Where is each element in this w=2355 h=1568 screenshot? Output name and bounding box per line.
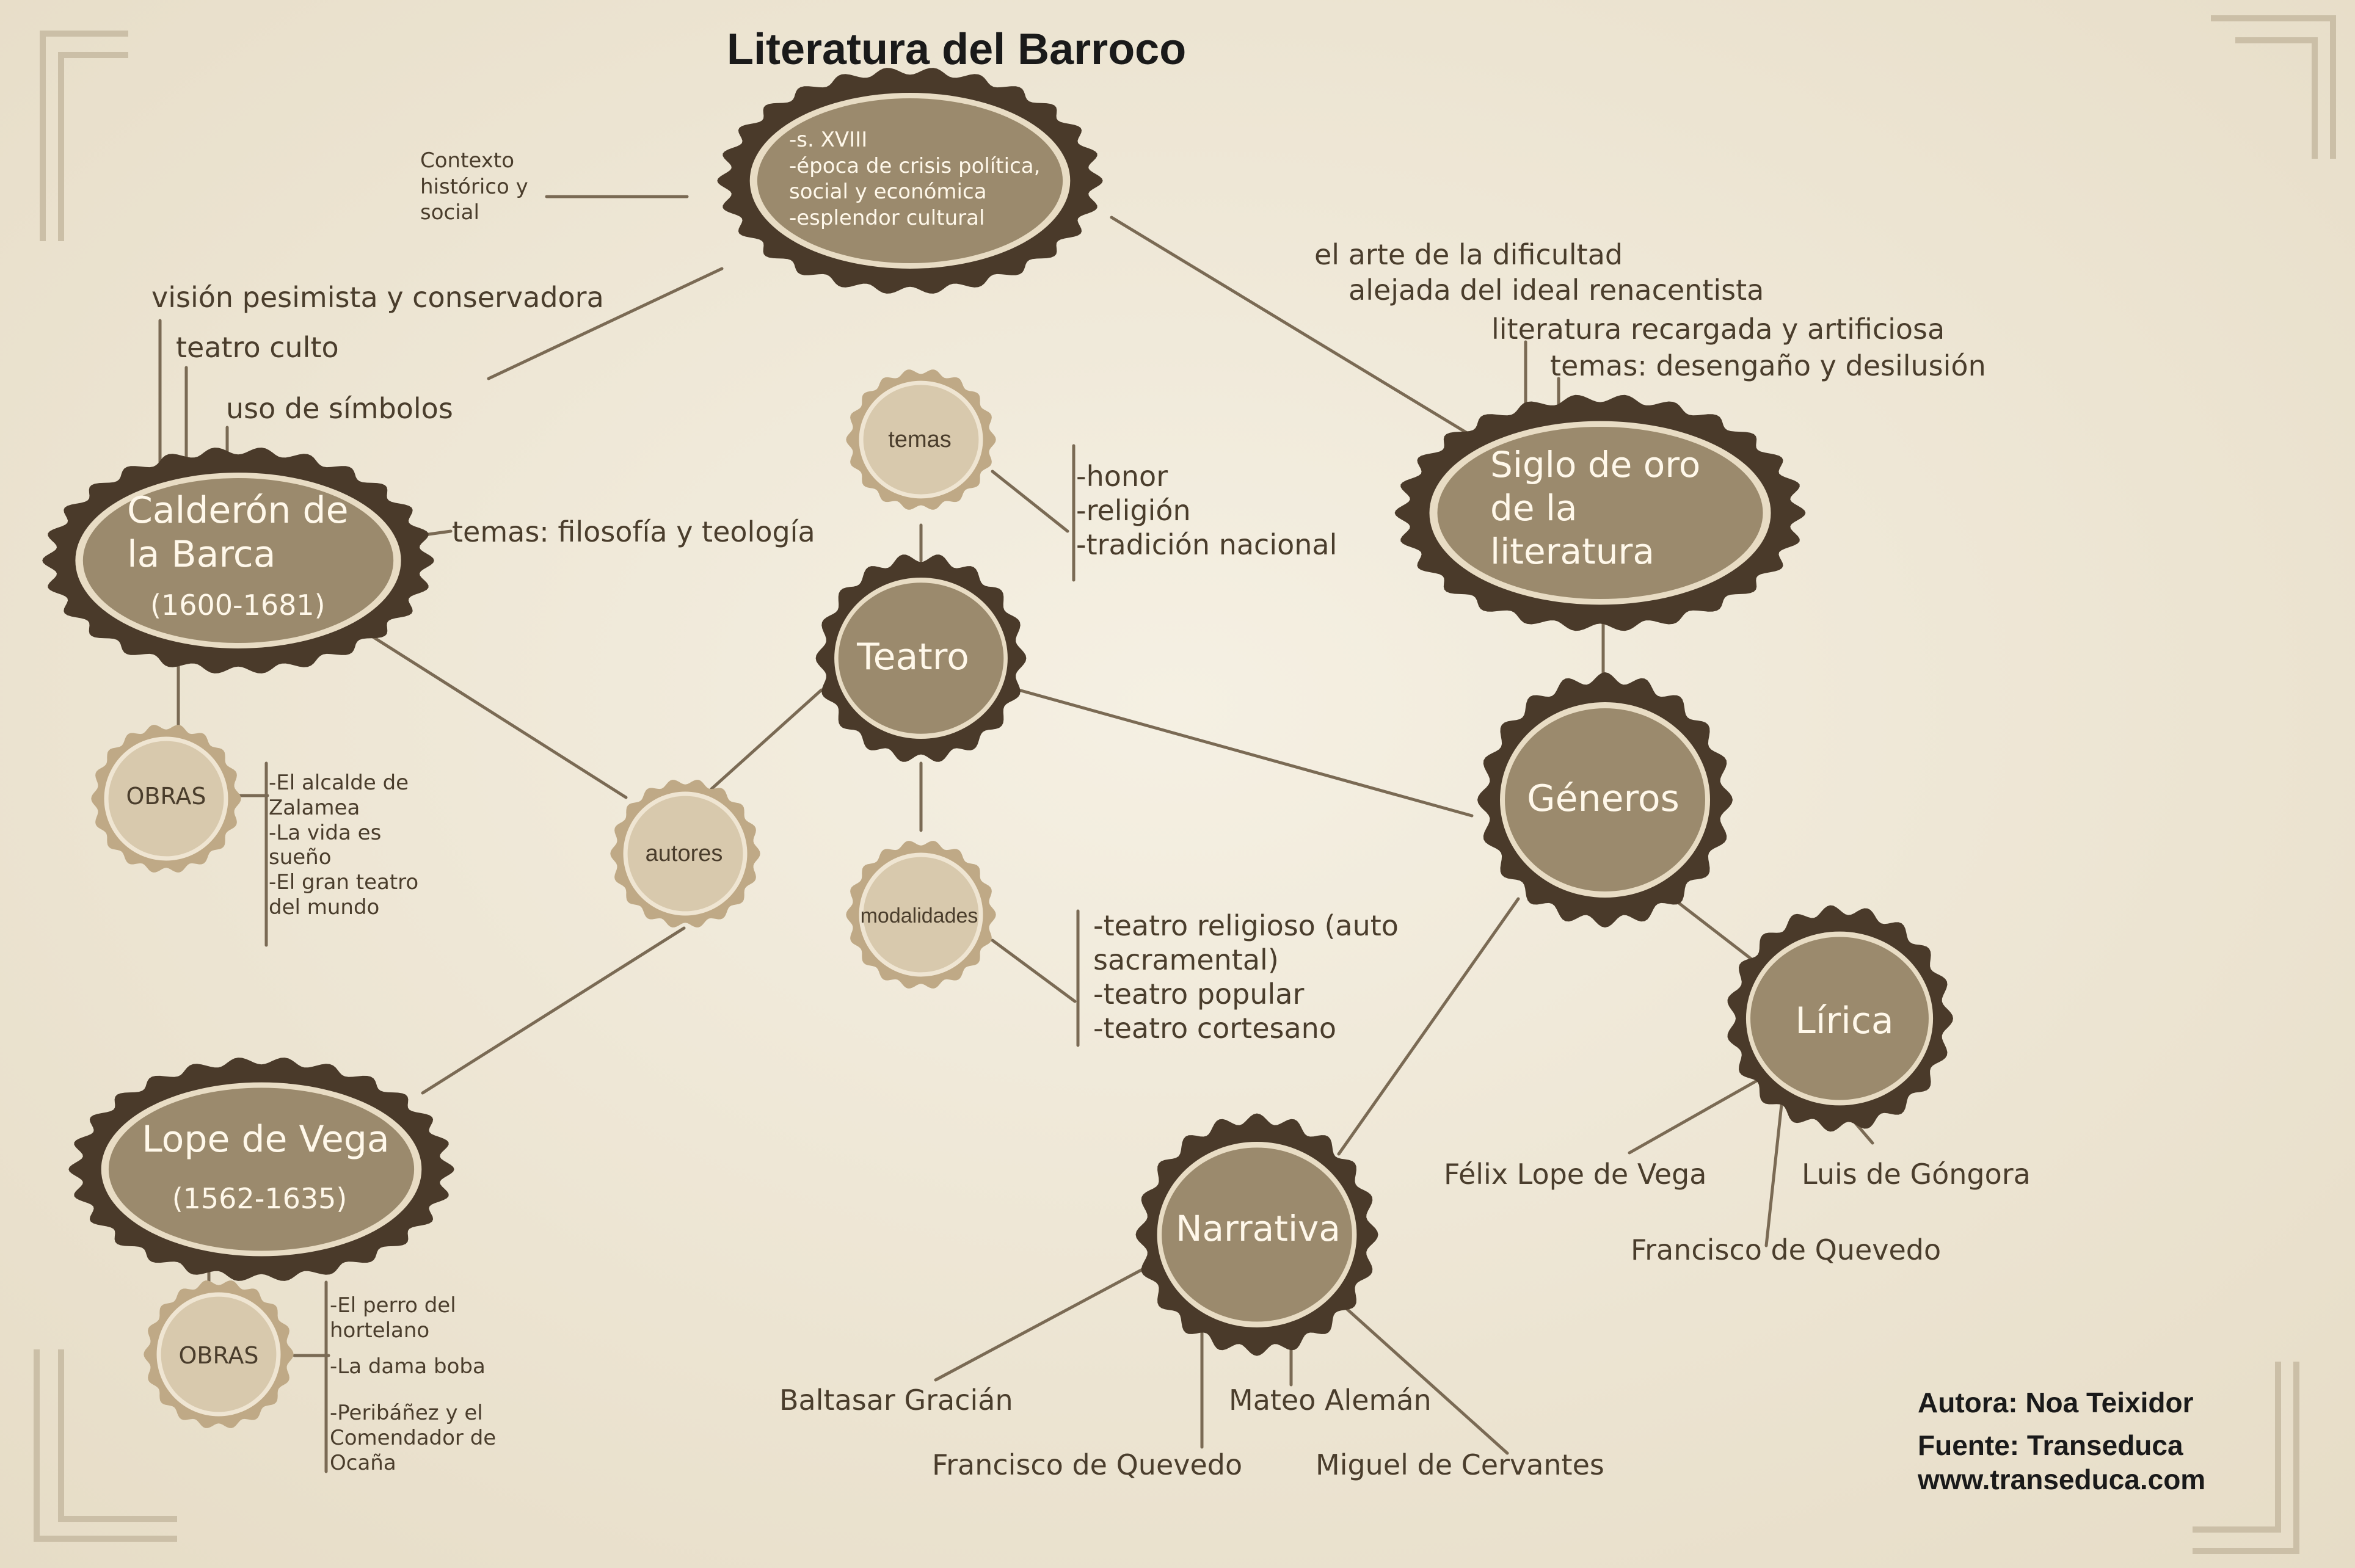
obras-lope-node-name: OBRAS (178, 1342, 259, 1369)
context-to-calderon (487, 267, 724, 380)
siglo-temas-label: temas: desengaño y desilusión (1550, 349, 1986, 382)
lirica-to-quevedo (1764, 1097, 1784, 1247)
contexto-label: Contexto histórico y social (420, 148, 528, 225)
calderon-simbolos-label: uso de símbolos (226, 392, 453, 425)
lope-node (68, 1058, 454, 1281)
corner-bottom-right (2193, 1362, 2299, 1554)
calderon-node-name: Calderón de la Barca (127, 489, 349, 576)
obras-calderon-node-fill (108, 741, 224, 857)
diagram-nodes (42, 68, 1953, 1428)
credit-fuente: Fuente: Transeduca (1918, 1429, 2183, 1461)
lirica-node-name: Lírica (1795, 1000, 1894, 1042)
context-node-fill (757, 98, 1063, 263)
corner-frames (34, 15, 2336, 1554)
modalidades-list: -teatro religioso (auto sacramental) -te… (1093, 909, 1399, 1045)
lope-node-dates: (1562-1635) (172, 1182, 348, 1215)
narrativa-to-cervantes (1336, 1299, 1509, 1455)
siglo-oro-node-fill (1437, 427, 1763, 599)
obras-lope-item-1: -El perro del hortelano (330, 1293, 456, 1343)
temas-node (846, 369, 996, 510)
obras-lope-item-2: -La dama boba (330, 1354, 486, 1379)
obras-calderon-node (91, 725, 241, 873)
narrativa-node (1135, 1113, 1378, 1356)
calderon-vision-label: visión pesimista y conservadora (151, 281, 604, 314)
autores-node-fill (627, 796, 743, 912)
obras-lope-node (144, 1280, 294, 1428)
lirica-quevedo-label: Francisco de Quevedo (1631, 1233, 1942, 1266)
narrativa-to-gracian (934, 1265, 1149, 1382)
narrativa-node-name: Narrativa (1176, 1208, 1341, 1249)
context-node (717, 68, 1103, 294)
credit-web: www.transeduca.com (1918, 1464, 2206, 1495)
calderon-node-fill (82, 478, 394, 643)
siglo-oro-node (1394, 394, 1806, 631)
context-to-siglo (1110, 216, 1480, 441)
temas-list: -honor -religión -tradición nacional (1076, 460, 1338, 562)
temas-node-fill (863, 385, 979, 495)
obras-lope-node-fill (161, 1296, 277, 1412)
generos-node-name: Géneros (1527, 777, 1680, 820)
siglo-dificultad-label: el arte de la dificultad (1314, 238, 1623, 271)
generos-to-narrativa (1337, 897, 1520, 1156)
autores-node (610, 780, 760, 927)
corner-top-right (2211, 15, 2336, 159)
autores-to-lope (421, 926, 686, 1095)
narrativa-aleman-label: Mateo Alemán (1229, 1384, 1432, 1417)
modalidades-node-name: modalidades (860, 904, 978, 927)
siglo-ideal-label: alejada del ideal renacentista (1349, 274, 1764, 307)
lirica-lope-label: Félix Lope de Vega (1444, 1158, 1707, 1191)
narrativa-cervantes-label: Miguel de Cervantes (1316, 1448, 1604, 1481)
calderon-temas-label: temas: filosofía y teología (452, 515, 815, 548)
lirica-node-fill (1750, 937, 1929, 1100)
connector-lines (158, 195, 1874, 1473)
autores-node-name: autores (645, 841, 723, 866)
generos-to-lirica (1675, 899, 1756, 963)
modalidades-to-list (991, 938, 1077, 1003)
obras-calderon-list: -El alcalde de Zalamea -La vida es sueño… (269, 771, 419, 920)
generos-node (1477, 672, 1733, 927)
siglo-oro-node-name: Siglo de oro de la literatura (1490, 444, 1701, 572)
narrativa-quevedo-label: Francisco de Quevedo (932, 1448, 1243, 1481)
teatro-node-name: Teatro (857, 636, 969, 678)
calderon-teatro-culto-label: teatro culto (176, 331, 339, 364)
autores-to-teatro (710, 688, 823, 791)
lirica-node (1727, 905, 1953, 1132)
corner-bottom-left (34, 1349, 177, 1542)
narrativa-gracian-label: Baltasar Gracián (779, 1384, 1013, 1417)
calderon-node (42, 448, 434, 673)
modalidades-node-fill (863, 857, 979, 973)
siglo-recargada-label: literatura recargada y artificiosa (1491, 313, 1945, 346)
lope-node-name: Lope de Vega (142, 1118, 390, 1161)
teatro-node-fill (838, 583, 1004, 734)
context-node-text: -s. XVIII -época de crisis política, soc… (789, 128, 1041, 230)
temas-node-name: temas (888, 427, 952, 452)
lope-node-fill (108, 1087, 415, 1251)
narrativa-node-fill (1162, 1147, 1352, 1322)
corner-top-left (40, 31, 128, 241)
lirica-gongora-label: Luis de Góngora (1802, 1158, 2031, 1191)
temas-to-list (991, 470, 1069, 533)
calderon-to-autores (359, 627, 628, 799)
teatro-node (815, 554, 1027, 762)
obras-calderon-node-name: OBRAS (126, 783, 206, 810)
teatro-to-generos (1017, 688, 1474, 818)
obras-lope-item-3: -Peribáñez y el Comendador de Ocaña (330, 1401, 497, 1475)
credit-autora: Autora: Noa Teixidor (1918, 1387, 2194, 1418)
generos-node-fill (1505, 708, 1705, 891)
lirica-to-lope (1628, 1078, 1761, 1155)
diagram-title: Literatura del Barroco (727, 25, 1187, 74)
modalidades-node (846, 841, 996, 989)
calderon-node-dates: (1600-1681) (150, 589, 326, 622)
